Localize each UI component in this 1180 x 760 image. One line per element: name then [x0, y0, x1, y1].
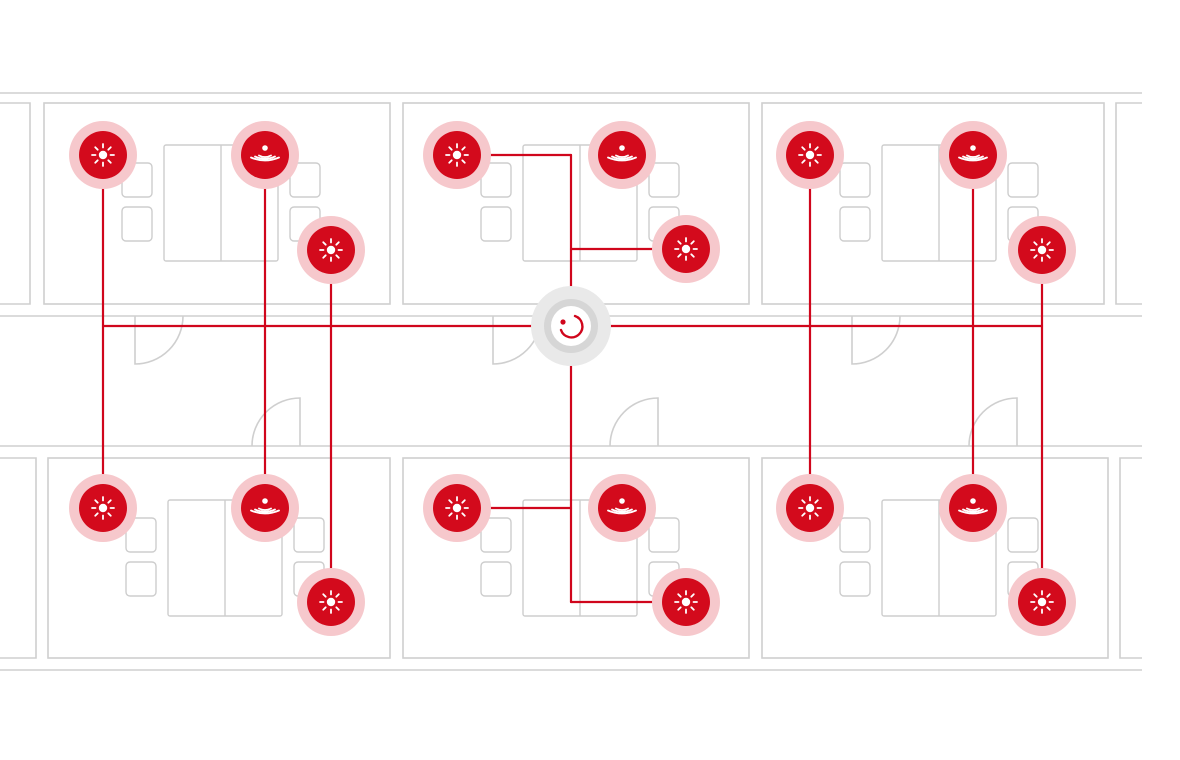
- light-sensor-13: [423, 474, 491, 542]
- smoke-detector-8: [939, 121, 1007, 189]
- light-sensor-1: [69, 121, 137, 189]
- nightstand: [648, 517, 680, 553]
- central-hub: [531, 286, 611, 366]
- edge-room-left-bottom: [0, 457, 37, 659]
- smoke-detector-2: [231, 121, 299, 189]
- light-sensor-3: [297, 216, 365, 284]
- hub-core: [551, 306, 591, 346]
- nightstand: [289, 162, 321, 198]
- room-bottom-3: [761, 457, 1109, 659]
- nightstand: [839, 206, 871, 242]
- sun-icon: [445, 496, 469, 520]
- nightstand: [480, 162, 512, 198]
- smoke-detector-11: [231, 474, 299, 542]
- sun-icon: [91, 143, 115, 167]
- sun-icon: [91, 496, 115, 520]
- edge-room-left-top: [0, 102, 31, 305]
- device-core: [241, 131, 289, 179]
- nightstand: [121, 206, 153, 242]
- light-sensor-16: [776, 474, 844, 542]
- nightstand: [480, 561, 512, 597]
- nightstand: [1007, 162, 1039, 198]
- sun-icon: [674, 590, 698, 614]
- nightstand: [293, 517, 325, 553]
- smoke-detector-17: [939, 474, 1007, 542]
- nightstand: [480, 517, 512, 553]
- door-top-3: [851, 315, 901, 365]
- signal-waves-icon: [250, 498, 280, 515]
- door-top-1: [134, 315, 184, 365]
- device-core: [241, 484, 289, 532]
- sun-icon: [319, 238, 343, 262]
- device-core: [598, 484, 646, 532]
- signal-waves-icon: [250, 145, 280, 162]
- signal-waves-icon: [607, 145, 637, 162]
- signal-waves-icon: [958, 498, 988, 515]
- sun-icon: [319, 590, 343, 614]
- sun-icon: [445, 143, 469, 167]
- light-sensor-18: [1008, 568, 1076, 636]
- edge-room-right-bottom: [1119, 457, 1142, 659]
- signal-waves-icon: [958, 145, 988, 162]
- device-core: [949, 131, 997, 179]
- sun-icon: [798, 496, 822, 520]
- door-bottom-1: [251, 397, 301, 447]
- light-sensor-12: [297, 568, 365, 636]
- device-core: [949, 484, 997, 532]
- light-sensor-15: [652, 568, 720, 636]
- wiring-network: [101, 153, 1044, 604]
- edge-room-right-top: [1115, 102, 1142, 305]
- nightstand: [839, 162, 871, 198]
- device-core: [598, 131, 646, 179]
- nightstand: [839, 561, 871, 597]
- light-sensor-9: [1008, 216, 1076, 284]
- sun-icon: [674, 237, 698, 261]
- sun-icon: [798, 143, 822, 167]
- nightstand: [648, 162, 680, 198]
- light-sensor-10: [69, 474, 137, 542]
- room-bottom-1: [47, 457, 391, 659]
- door-bottom-2: [609, 397, 659, 447]
- signal-waves-icon: [607, 498, 637, 515]
- light-sensor-4: [423, 121, 491, 189]
- nightstand: [125, 561, 157, 597]
- smoke-detector-5: [588, 121, 656, 189]
- light-sensor-7: [776, 121, 844, 189]
- room-furniture-top-3: [839, 144, 1039, 262]
- light-sensor-6: [652, 215, 720, 283]
- room-bottom-2: [402, 457, 750, 659]
- smoke-detector-14: [588, 474, 656, 542]
- nightstand: [1007, 517, 1039, 553]
- refresh-arc-icon: [559, 314, 584, 339]
- nightstand: [480, 206, 512, 242]
- nightstand: [125, 517, 157, 553]
- door-bottom-3: [968, 397, 1018, 447]
- sun-icon: [1030, 238, 1054, 262]
- nightstand: [839, 517, 871, 553]
- device-layer: [69, 121, 1076, 636]
- room-top-1: [43, 102, 391, 305]
- room-top-3: [761, 102, 1105, 305]
- sun-icon: [1030, 590, 1054, 614]
